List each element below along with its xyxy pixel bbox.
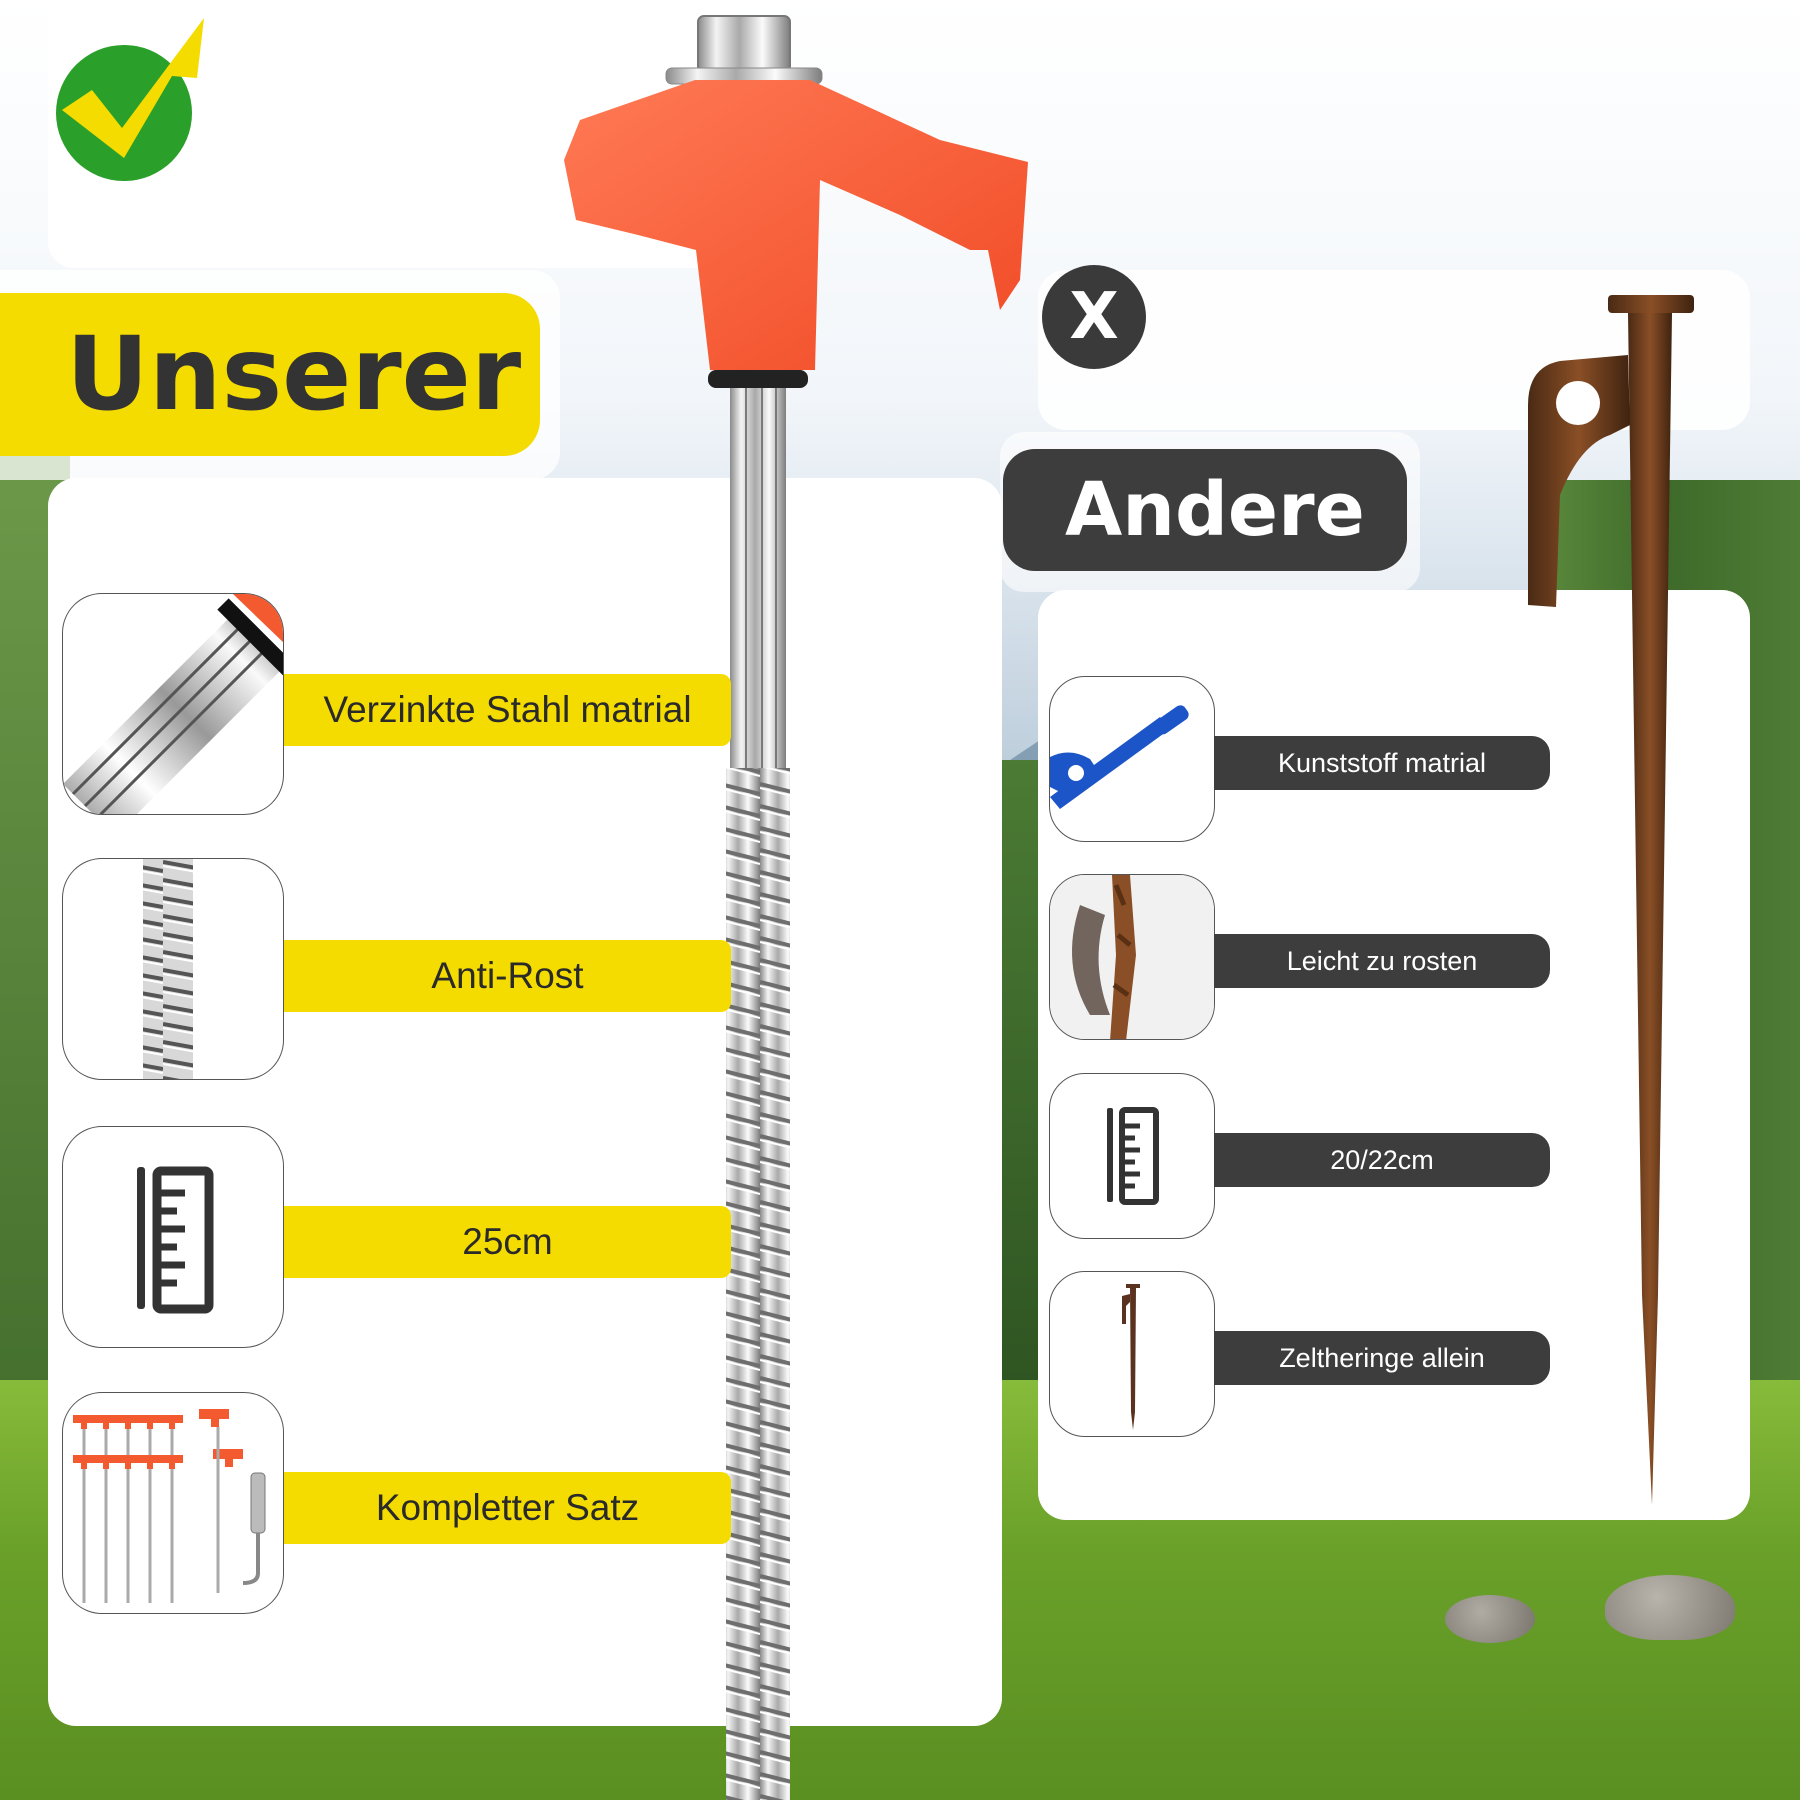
single-peg-image — [1049, 1271, 1215, 1437]
feature-bar: 20/22cm — [1214, 1133, 1550, 1187]
feature-bar: Kompletter Satz — [284, 1472, 731, 1544]
ruler-icon — [1049, 1073, 1215, 1239]
check-icon — [52, 18, 212, 183]
plastic-peg-image — [1049, 676, 1215, 842]
feature-bar: Verzinkte Stahl matrial — [284, 674, 731, 746]
ours-title: Unserer — [0, 293, 540, 456]
feature-bar: Kunststoff matrial — [1214, 736, 1550, 790]
rock — [1605, 1575, 1735, 1640]
x-icon: X — [1042, 265, 1146, 369]
feature-bar: Leicht zu rosten — [1214, 934, 1550, 988]
feature-bar: Zeltheringe allein — [1214, 1331, 1550, 1385]
ruler-icon — [62, 1126, 284, 1348]
rock — [1445, 1595, 1535, 1643]
rusty-peg-image — [1520, 295, 1700, 1510]
screw-thread-closeup — [62, 858, 284, 1080]
screw-peg-image — [520, 10, 1040, 1800]
feature-bar: 25cm — [284, 1206, 731, 1278]
rusty-peg-closeup — [1049, 874, 1215, 1040]
other-title: Andere — [1003, 449, 1407, 571]
steel-shaft-closeup — [62, 593, 284, 815]
complete-set-image — [62, 1392, 284, 1614]
feature-bar: Anti-Rost — [284, 940, 731, 1012]
